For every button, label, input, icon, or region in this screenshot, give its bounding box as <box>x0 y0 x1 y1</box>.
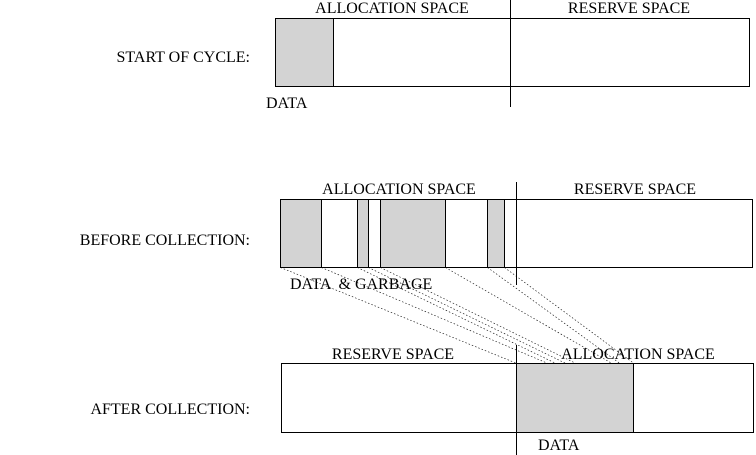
copy-guide-lines <box>280 267 635 364</box>
start-reserve-space-label: RESERVE SPACE <box>568 0 690 17</box>
copy-guide-line <box>504 267 635 364</box>
after-collection-label: AFTER COLLECTION: <box>90 401 250 418</box>
before-allocation-space-label: ALLOCATION SPACE <box>322 181 476 198</box>
after-compacted-data-region <box>516 363 634 433</box>
before-collection-label: BEFORE COLLECTION: <box>80 232 250 249</box>
after-collection-row: AFTER COLLECTION: RESERVE SPACE ALLOCATI… <box>90 345 754 455</box>
start-data-label: DATA <box>266 95 308 112</box>
copy-guide-line <box>321 267 549 364</box>
copy-guide-line <box>368 267 567 364</box>
after-allocation-space-label: ALLOCATION SPACE <box>561 346 715 363</box>
before-live-data-block-2 <box>357 199 369 268</box>
start-memory-frame <box>275 18 750 87</box>
before-live-data-block-1 <box>280 199 322 268</box>
copy-guide-line <box>280 267 518 364</box>
before-live-data-block-4 <box>487 199 505 268</box>
before-collection-row: BEFORE COLLECTION: ALLOCATION SPACE RESE… <box>80 181 753 293</box>
copy-guide-line <box>445 267 613 364</box>
start-of-cycle-label: START OF CYCLE: <box>117 49 250 66</box>
start-allocation-space-label: ALLOCATION SPACE <box>315 0 469 17</box>
start-data-region <box>275 18 334 87</box>
copy-guide-line <box>380 267 577 364</box>
after-reserve-space-label: RESERVE SPACE <box>332 346 454 363</box>
copy-guide-line <box>487 267 621 364</box>
before-live-data-block-3 <box>380 199 446 268</box>
start-of-cycle-row: START OF CYCLE: ALLOCATION SPACE RESERVE… <box>117 0 750 112</box>
after-data-label: DATA <box>538 437 580 454</box>
before-reserve-space-label: RESERVE SPACE <box>574 181 696 198</box>
